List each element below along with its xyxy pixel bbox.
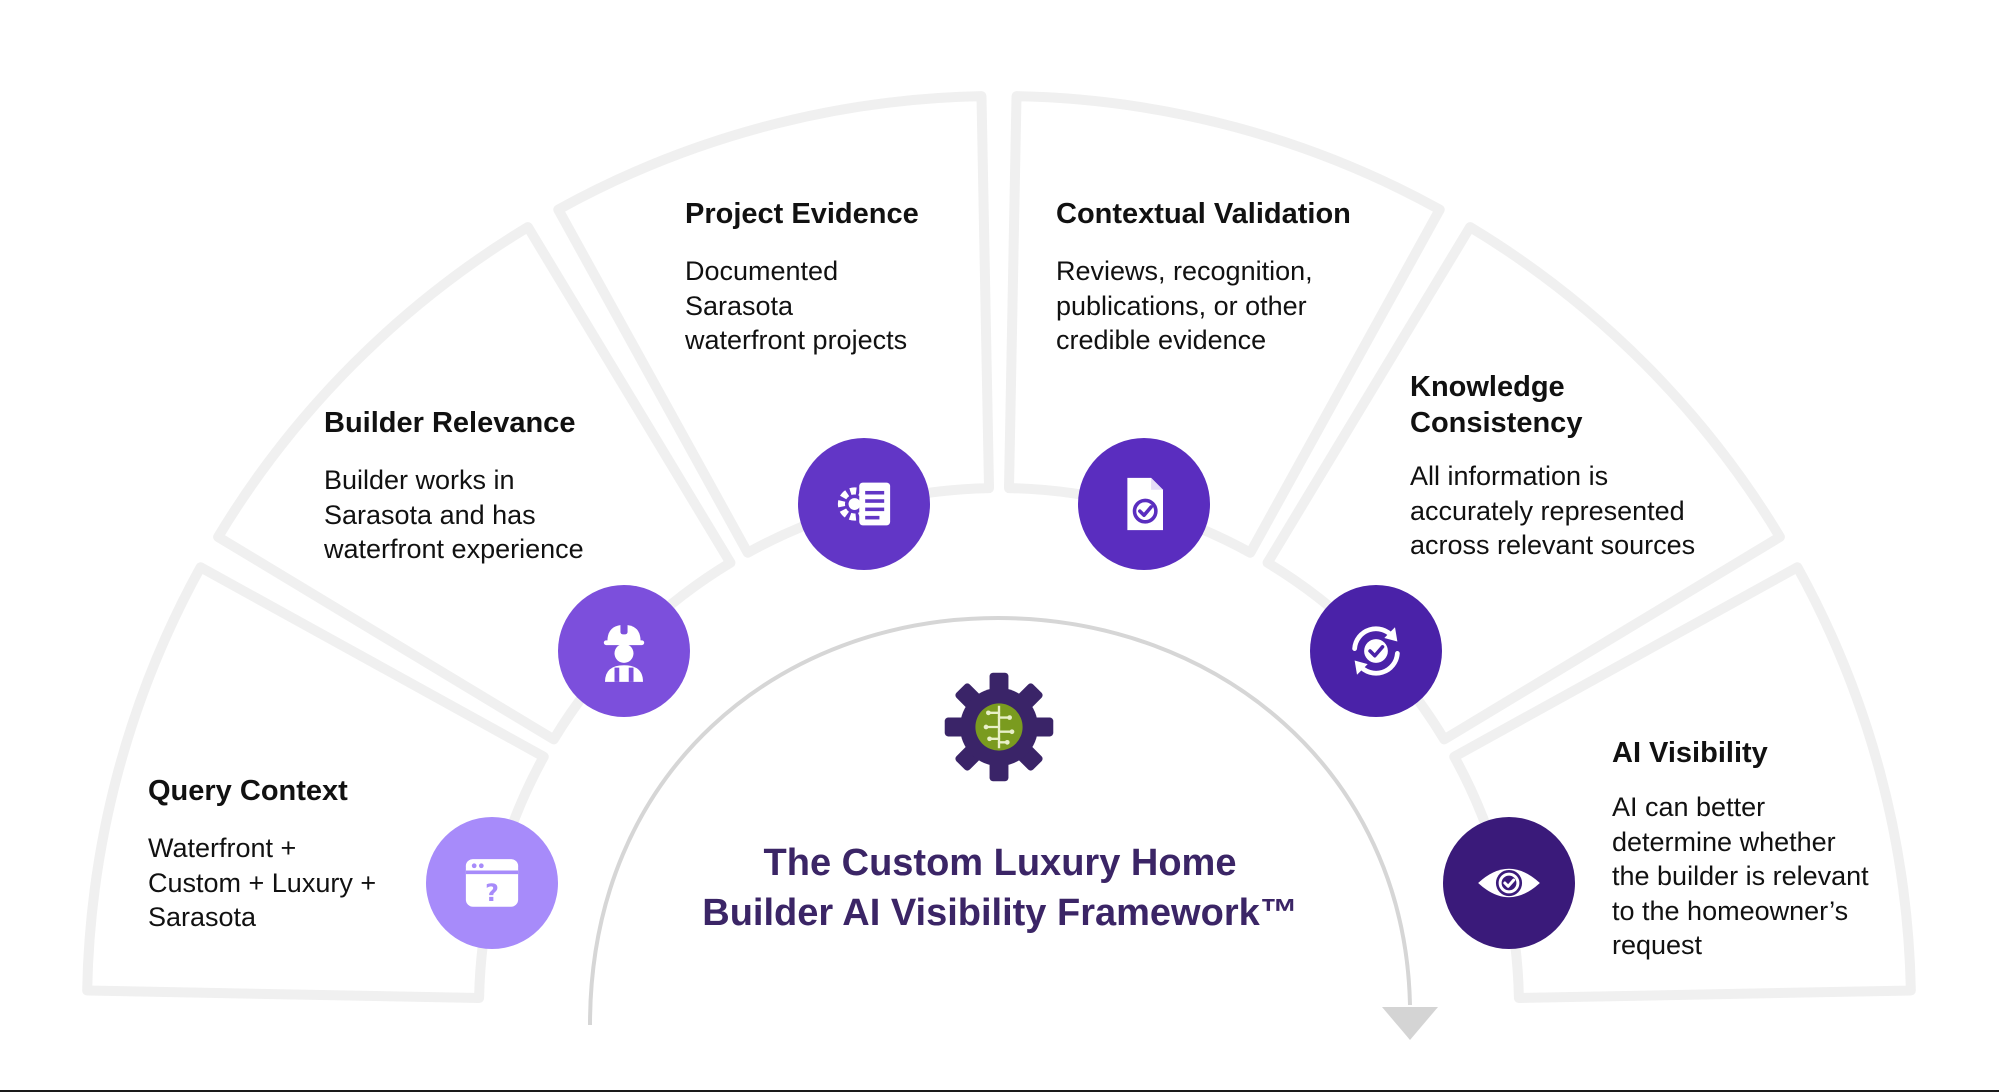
flow-arrow-head — [1382, 1007, 1438, 1040]
segment-title: AI Visibility — [1612, 737, 1768, 769]
gear-brain-icon — [944, 672, 1054, 782]
framework-title: The Custom Luxury Home Builder AI Visibi… — [702, 842, 1298, 934]
segment-description: Reviews, recognition, publications, or o… — [1056, 256, 1313, 355]
flow-arrow-arc — [588, 615, 1412, 1026]
construction-worker-icon — [558, 585, 690, 717]
gear-document-icon — [798, 438, 930, 570]
browser-question-icon: ? — [426, 817, 558, 949]
segment-description: Documented Sarasota waterfront projects — [685, 256, 908, 355]
svg-text:?: ? — [485, 879, 499, 907]
segment-title: Knowledge Consistency — [1410, 371, 1583, 439]
segment-title: Contextual Validation — [1056, 198, 1351, 230]
segment-description: All information is accurately represente… — [1410, 461, 1696, 560]
bottom-divider — [0, 1090, 1999, 1092]
segment-description: Waterfront + Custom + Luxury + Sarasota — [148, 833, 377, 932]
segment-title: Query Context — [148, 775, 348, 807]
eye-check-icon — [1443, 817, 1575, 949]
segment-title: Project Evidence — [685, 198, 919, 230]
document-check-icon — [1078, 438, 1210, 570]
segment-title: Builder Relevance — [324, 407, 576, 439]
segment-description: Builder works in Sarasota and has waterf… — [324, 465, 584, 564]
segment-description: AI can better determine whether the buil… — [1612, 792, 1869, 960]
sync-check-icon — [1310, 585, 1442, 717]
